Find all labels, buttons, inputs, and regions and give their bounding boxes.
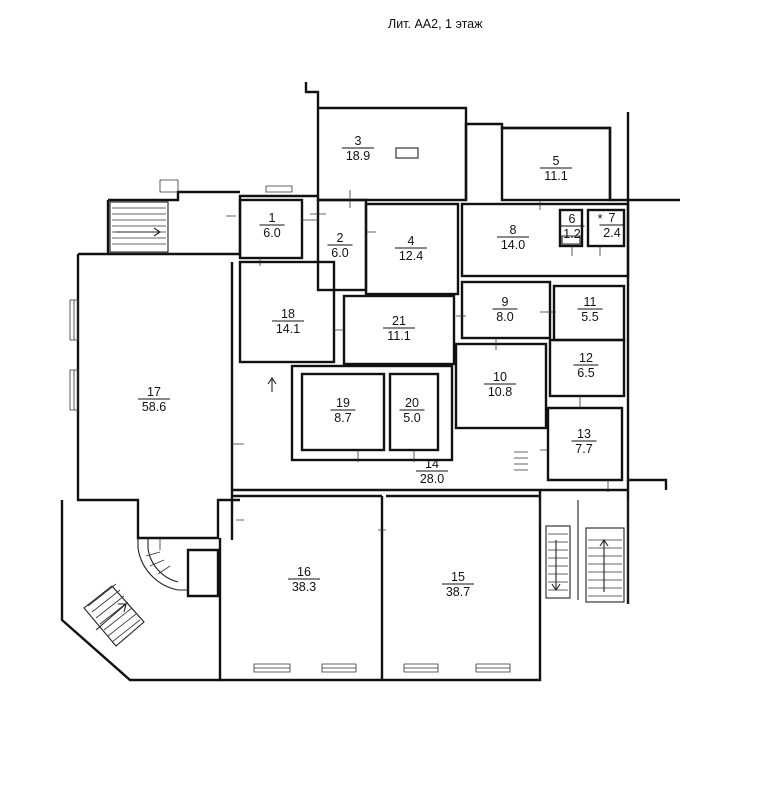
ventilation-mark: *: [598, 212, 603, 226]
room-area: 14.0: [501, 238, 525, 252]
room-number: 1: [269, 211, 276, 225]
room-number: 8: [510, 223, 517, 237]
room-number: 15: [451, 570, 465, 584]
room-label-2: 26.0: [327, 231, 353, 260]
room-label-19: 198.7: [330, 396, 356, 425]
room-number: 4: [408, 234, 415, 248]
windows: [69, 179, 511, 673]
stair-treads: [87, 207, 622, 643]
room-area: 6.5: [577, 366, 594, 380]
door-marks: [159, 190, 609, 550]
room-number: 13: [577, 427, 591, 441]
room-area: 11.1: [544, 169, 567, 183]
room-area: 38.3: [292, 580, 316, 594]
room-label-3: 318.9: [342, 134, 374, 163]
room-number: 12: [579, 351, 593, 365]
room-number: 7: [609, 211, 616, 225]
room-number: 18: [281, 307, 295, 321]
room-area: 6.0: [263, 226, 280, 240]
room-number: 21: [392, 314, 406, 328]
interior-walls: [83, 126, 630, 680]
room-label-11: 115.5: [577, 295, 603, 324]
room-label-9: 98.0: [492, 295, 518, 324]
room-label-20: 205.0: [399, 396, 425, 425]
room-label-7: 72.4: [599, 211, 625, 240]
plan-title: Лит. АА2, 1 этаж: [388, 17, 483, 31]
room-label-6: 61.2: [559, 212, 585, 241]
room-6-fixture: [561, 235, 581, 245]
room-area: 58.6: [142, 400, 166, 414]
room-number: 11: [584, 295, 597, 309]
room-area: 1.2: [563, 227, 580, 241]
room-label-4: 412.4: [395, 234, 427, 263]
room-area: 14.1: [276, 322, 300, 336]
room-area: 8.0: [496, 310, 513, 324]
room-number: 16: [297, 565, 311, 579]
exterior-walls: [60, 82, 680, 682]
room-number: 5: [553, 154, 560, 168]
fixture-room-3: [395, 147, 419, 159]
room-area: 2.4: [603, 226, 620, 240]
room-number: 19: [336, 396, 350, 410]
room-area: 6.0: [331, 246, 348, 260]
room-area: 18.9: [346, 149, 370, 163]
room-label-1: 16.0: [259, 211, 285, 240]
room-number: 10: [493, 370, 507, 384]
room-area: 10.8: [488, 385, 512, 399]
room-area: 5.0: [403, 411, 420, 425]
room-label-13: 137.7: [571, 427, 597, 456]
room-label-12: 126.5: [573, 351, 599, 380]
room-label-8: 814.0: [497, 223, 529, 252]
room-area: 11.1: [387, 329, 410, 343]
room-number: 3: [355, 134, 362, 148]
room-area: 8.7: [334, 411, 351, 425]
room-area: 5.5: [581, 310, 598, 324]
room-number: 20: [405, 396, 419, 410]
room-number: 17: [147, 385, 161, 399]
room-number: 2: [337, 231, 344, 245]
room-area: 28.0: [420, 472, 444, 486]
room-number: 14: [425, 457, 439, 471]
room-number: 9: [502, 295, 509, 309]
room-label-5: 511.1: [540, 154, 572, 183]
room-area: 7.7: [575, 442, 592, 456]
direction-arrows: [95, 227, 609, 631]
room-number: 6: [569, 212, 576, 226]
room-area: 12.4: [399, 249, 423, 263]
room-area: 38.7: [446, 585, 470, 599]
